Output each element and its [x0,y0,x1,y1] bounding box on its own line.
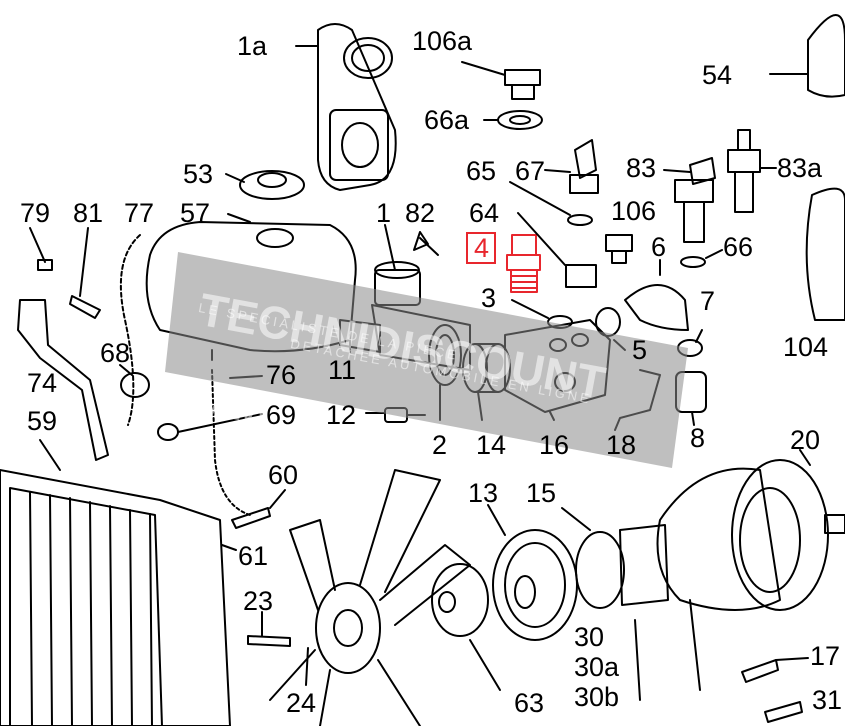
label-14: 14 [476,430,507,460]
label-65: 65 [466,156,497,186]
label-67: 67 [515,156,546,186]
label-83: 83 [626,153,657,183]
part-6-hose [624,259,689,331]
label-15: 15 [526,478,557,508]
label-61: 61 [238,541,269,571]
label-30b: 30b [574,682,620,712]
label-1a: 1a [237,31,268,61]
part-4-sensor [506,234,541,293]
part-66-washer [680,249,723,268]
label-77: 77 [124,198,155,228]
part-66a-washer [483,110,543,130]
label-6: 6 [651,232,667,262]
label-30: 30 [574,622,605,652]
part-106-plug [605,234,633,264]
label-57: 57 [180,198,211,228]
label-2: 2 [432,430,448,460]
part-106a-plug [461,61,541,100]
part-53-cap [225,170,305,200]
label-3: 3 [481,283,497,313]
label-76: 76 [266,360,297,390]
part-77-hose [119,234,141,426]
label-11: 11 [328,355,357,385]
part-63-hub [431,563,501,691]
label-7: 7 [700,286,716,316]
label-106: 106 [611,196,657,226]
part-81-bolt [69,227,101,319]
label-81: 81 [73,198,104,228]
label-79: 79 [20,198,51,228]
part-74-bracket [17,299,109,461]
label-106a: 106a [412,26,473,56]
label-16: 16 [539,430,570,460]
part-76-hose [211,369,251,516]
highlight-box-part-4 [466,232,496,264]
label-82: 82 [405,198,436,228]
part-23-bolt [247,611,291,647]
label-18: 18 [606,430,637,460]
label-66: 66 [723,232,754,262]
part-13-pulley [487,504,578,641]
part-68-grommet [119,364,150,398]
label-74: 74 [27,368,58,398]
label-64: 64 [469,198,500,228]
label-17: 17 [810,641,841,671]
part-31-bolt [764,701,803,723]
label-30a: 30a [574,652,620,682]
part-20-pump [731,449,845,611]
label-69: 69 [266,400,297,430]
part-54 [769,14,845,98]
label-1: 1 [376,198,392,228]
label-12: 12 [326,400,357,430]
part-17-bolt [741,657,809,683]
part-1a-housing [295,23,397,191]
part-82-bolt [413,231,439,256]
label-66a: 66a [424,105,470,135]
label-23: 23 [243,586,274,616]
part-79-bolt [29,227,53,271]
label-8: 8 [690,423,706,453]
part-30-pump-body [619,467,781,701]
part-83a-sender [727,129,777,213]
part-60-bolt [231,489,286,529]
label-20: 20 [790,425,821,455]
label-53: 53 [183,159,214,189]
label-13: 13 [468,478,499,508]
label-83a: 83a [777,153,823,183]
part-fan [269,469,471,726]
label-5: 5 [632,335,648,365]
part-83-sender [663,157,716,243]
part-69-clip [157,413,263,441]
label-104: 104 [783,332,829,362]
label-59: 59 [27,406,58,436]
label-54: 54 [702,60,733,90]
part-104-shroud [805,187,845,321]
label-68: 68 [100,338,131,368]
part-67-switch [544,139,599,194]
part-59-radiator [0,439,231,726]
label-31: 31 [812,685,843,715]
label-4-highlighted[interactable]: 4 [474,233,490,263]
label-24: 24 [286,688,317,718]
part-64-nut [517,212,597,288]
label-60: 60 [268,460,299,490]
label-63: 63 [514,688,545,718]
